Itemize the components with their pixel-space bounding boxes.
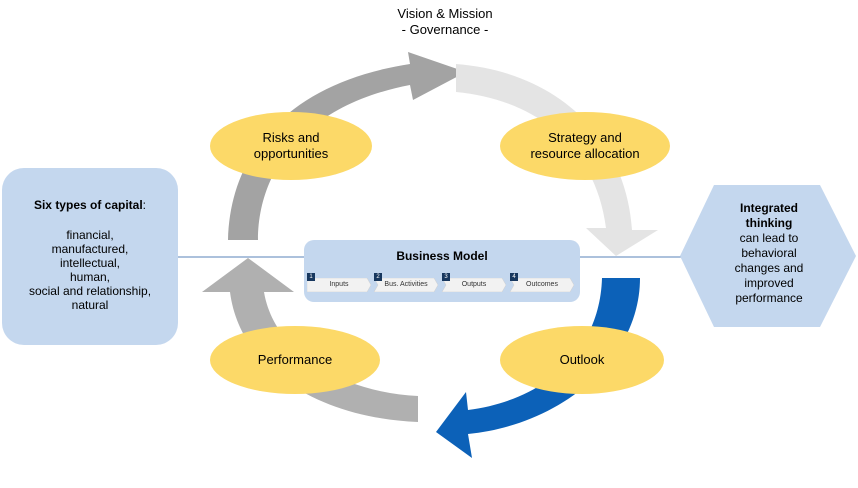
business-model-box: Business Model 1 Inputs 2 Bus. Activitie… (304, 240, 580, 302)
ellipse-strategy: Strategy and resource allocation (500, 112, 670, 180)
arrow-strategy (456, 64, 658, 256)
capital-heading-text: Six types of capital (33, 198, 143, 212)
strategy-line-2: resource allocation (530, 146, 640, 161)
integrated-hexagon (680, 185, 856, 327)
capital-item: human, (69, 270, 111, 284)
capital-item: manufactured, (51, 242, 129, 256)
capital-item: natural (71, 298, 109, 312)
bm-step-inputs: 1 Inputs (307, 273, 371, 292)
step-number: 4 (510, 273, 518, 281)
step-chevron (374, 278, 438, 292)
bm-step-activities: 2 Bus. Activities (374, 273, 438, 292)
outlook-label: Outlook (559, 352, 605, 367)
arrow-outlook (436, 278, 640, 458)
ellipse-outlook: Outlook (500, 326, 664, 394)
integrated-thinking-text: Integrated thinking can lead to behavior… (720, 201, 818, 306)
vision-mission-line: Vision & Mission (397, 6, 493, 21)
risks-line-1: Risks and (262, 130, 320, 145)
vision-mission-label: Vision & Mission - Governance - (380, 6, 510, 38)
capital-item: social and relationship, (28, 284, 152, 298)
business-model-title: Business Model (396, 249, 488, 263)
step-label: Outcomes (526, 281, 558, 288)
step-label: Inputs (329, 281, 349, 288)
governance-line: - Governance - (401, 22, 489, 37)
strategy-line-1: Strategy and (548, 130, 622, 145)
arrow-performance (202, 258, 418, 422)
bm-step-outputs: 3 Outputs (442, 273, 506, 292)
integrated-bold-1: Integrated (739, 201, 798, 215)
step-chevron (307, 278, 371, 292)
step-number: 1 (307, 273, 315, 281)
integrated-bold-2: thinking (745, 216, 793, 230)
integrated-line: improved (744, 276, 794, 290)
performance-label: Performance (257, 352, 333, 367)
step-number: 2 (374, 273, 382, 281)
capital-heading-colon: : (142, 198, 147, 212)
risks-line-2: opportunities (253, 146, 329, 161)
integrated-line: changes and (734, 261, 804, 275)
integrated-line: can lead to (739, 231, 799, 245)
bm-step-outcomes: 4 Outcomes (510, 273, 574, 292)
capital-list: financial, manufactured, intellectual, h… (2, 228, 178, 312)
step-label: Outputs (461, 281, 487, 288)
step-chevron (510, 278, 574, 292)
step-chevron (442, 278, 506, 292)
capital-box: Six types of capital: financial, manufac… (2, 168, 178, 345)
capital-item: financial, (66, 228, 114, 242)
capital-item: intellectual, (59, 256, 121, 270)
ellipse-performance: Performance (210, 326, 380, 394)
integrated-line: performance (735, 291, 803, 305)
integrated-line: behavioral (741, 246, 797, 260)
capital-heading: Six types of capital: (2, 198, 178, 212)
step-label: Bus. Activities (384, 281, 428, 288)
step-number: 3 (442, 273, 450, 281)
ellipse-risks: Risks and opportunities (210, 112, 372, 180)
